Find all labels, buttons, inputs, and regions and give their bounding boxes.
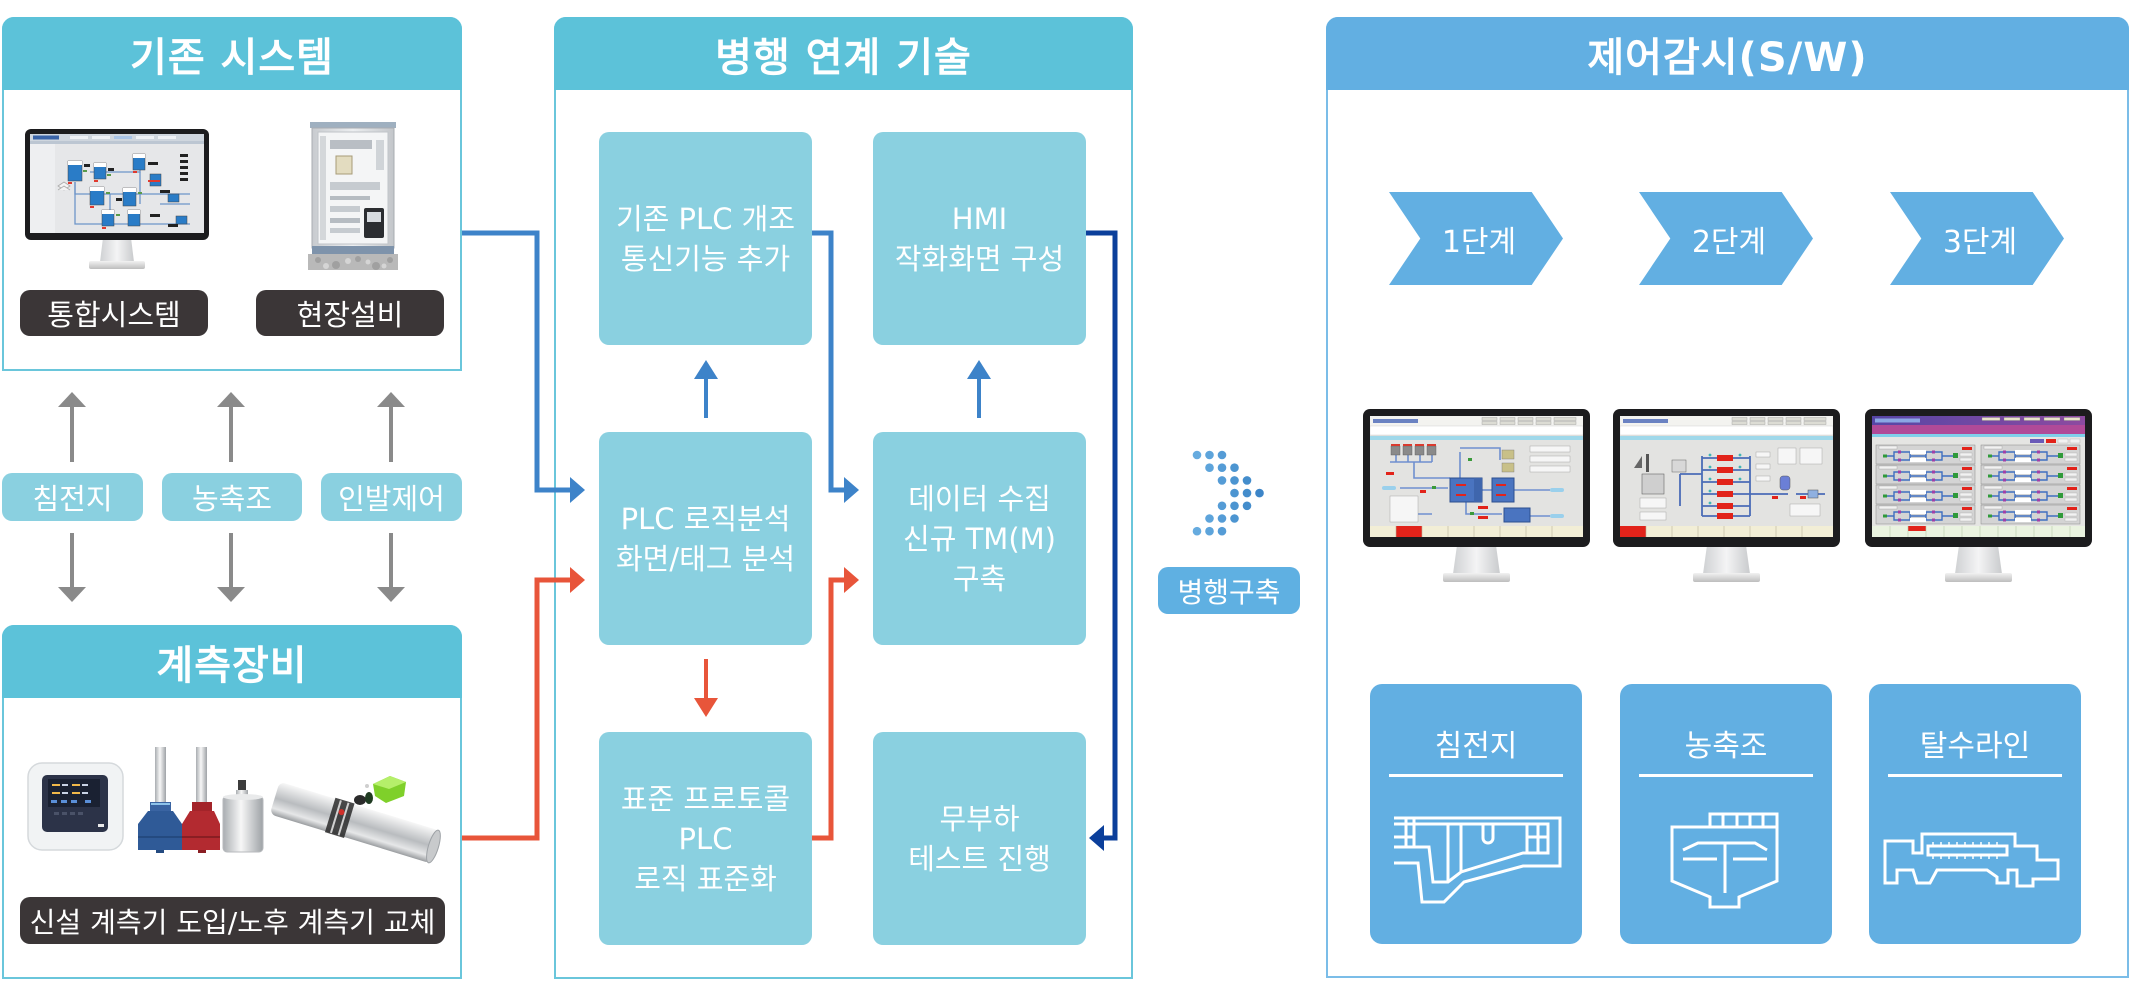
facility-card-title: 침전지 bbox=[1434, 729, 1518, 764]
facility-card-title: 탈수라인 bbox=[1919, 729, 2031, 764]
facility-card-thickener: 농축조 bbox=[1620, 684, 1832, 944]
thickener-tank-icon bbox=[1670, 812, 1779, 909]
arrow-up-icon bbox=[58, 392, 86, 407]
step-line: 무부하 bbox=[939, 801, 1020, 836]
step-line: 표준 프로토콜 bbox=[620, 781, 791, 816]
arrow-down-icon bbox=[377, 587, 405, 602]
immersion-probe bbox=[271, 783, 441, 864]
instruments-image bbox=[27, 747, 441, 864]
stage-2-hmi-screen bbox=[1620, 416, 1833, 537]
field-control-cabinet-image bbox=[308, 122, 398, 270]
dewatering-line-icon bbox=[1883, 832, 2060, 888]
ultrasonic-sensor bbox=[222, 780, 264, 853]
step-data-collection: 데이터 수집 신규 TM(M) 구축 bbox=[873, 432, 1086, 645]
parallel-build-label: 병행구축 bbox=[1158, 567, 1300, 614]
step-hmi-screens: HMI 작화화면 구성 bbox=[873, 132, 1086, 345]
step-line: 작화화면 구성 bbox=[894, 241, 1065, 276]
arrow-down-icon bbox=[58, 587, 86, 602]
step-line: 신규 TM(M) bbox=[903, 521, 1056, 556]
monitoring-sw-title: 제어감시(S/W) bbox=[1326, 17, 2129, 90]
process-label-thickener: 농축조 bbox=[162, 473, 302, 521]
integrated-system-label: 통합시스템 bbox=[20, 290, 208, 336]
existing-system-title: 기존 시스템 bbox=[2, 17, 462, 90]
stage-3-hmi-screen bbox=[1872, 416, 2085, 537]
step-no-load-test: 무부하 테스트 진행 bbox=[873, 732, 1086, 945]
blue-level-sensor bbox=[138, 747, 182, 853]
step-line: 화면/태그 분석 bbox=[615, 541, 796, 576]
process-label-sedimentation: 침전지 bbox=[2, 473, 143, 521]
arrow-up-icon bbox=[377, 392, 405, 407]
parallel-tech-title: 병행 연계 기술 bbox=[554, 17, 1133, 90]
arrow-down-icon bbox=[217, 587, 245, 602]
instruments-title: 계측장비 bbox=[2, 625, 462, 698]
stage-1-hmi-monitor bbox=[1363, 409, 1590, 583]
step-line: 통신기능 추가 bbox=[620, 241, 791, 276]
stage-1-hmi-screen bbox=[1370, 416, 1583, 537]
field-equipment-label: 현장설비 bbox=[256, 290, 444, 336]
controller-device bbox=[27, 762, 124, 851]
arrow-up-icon bbox=[217, 392, 245, 407]
step-line: HMI bbox=[951, 201, 1008, 236]
facility-card-dewatering: 탈수라인 bbox=[1869, 684, 2081, 944]
card-divider bbox=[1639, 774, 1813, 777]
stage-2-hmi-monitor bbox=[1613, 409, 1840, 583]
step-line: 구축 bbox=[952, 561, 1007, 596]
step-line: 데이터 수집 bbox=[908, 481, 1051, 516]
red-level-sensor bbox=[182, 747, 220, 853]
step-line: 기존 PLC 개조 bbox=[615, 201, 796, 236]
card-divider bbox=[1888, 774, 2062, 777]
facility-card-sedimentation: 침전지 bbox=[1370, 684, 1582, 944]
scada-screen-thumbnail bbox=[30, 134, 204, 233]
step-line: PLC bbox=[678, 821, 733, 856]
card-divider bbox=[1389, 774, 1563, 777]
step-line: 로직 표준화 bbox=[634, 861, 777, 896]
dotted-chevron-right-icon bbox=[1192, 450, 1264, 536]
process-label-withdrawal-control: 인발제어 bbox=[321, 473, 462, 521]
facility-card-title: 농축조 bbox=[1684, 729, 1768, 764]
integrated-system-monitor-image bbox=[25, 129, 209, 271]
step-protocol-standard: 표준 프로토콜 PLC 로직 표준화 bbox=[599, 732, 812, 945]
sedimentation-basin-icon bbox=[1394, 816, 1562, 904]
instruments-caption: 신설 계측기 도입/노후 계측기 교체 bbox=[20, 897, 445, 944]
step-plc-retrofit: 기존 PLC 개조 통신기능 추가 bbox=[599, 132, 812, 345]
step-line: 테스트 진행 bbox=[908, 841, 1051, 876]
step-line: PLC 로직분석 bbox=[620, 501, 791, 536]
stage-3-hmi-monitor bbox=[1865, 409, 2092, 583]
step-plc-analysis: PLC 로직분석 화면/태그 분석 bbox=[599, 432, 812, 645]
